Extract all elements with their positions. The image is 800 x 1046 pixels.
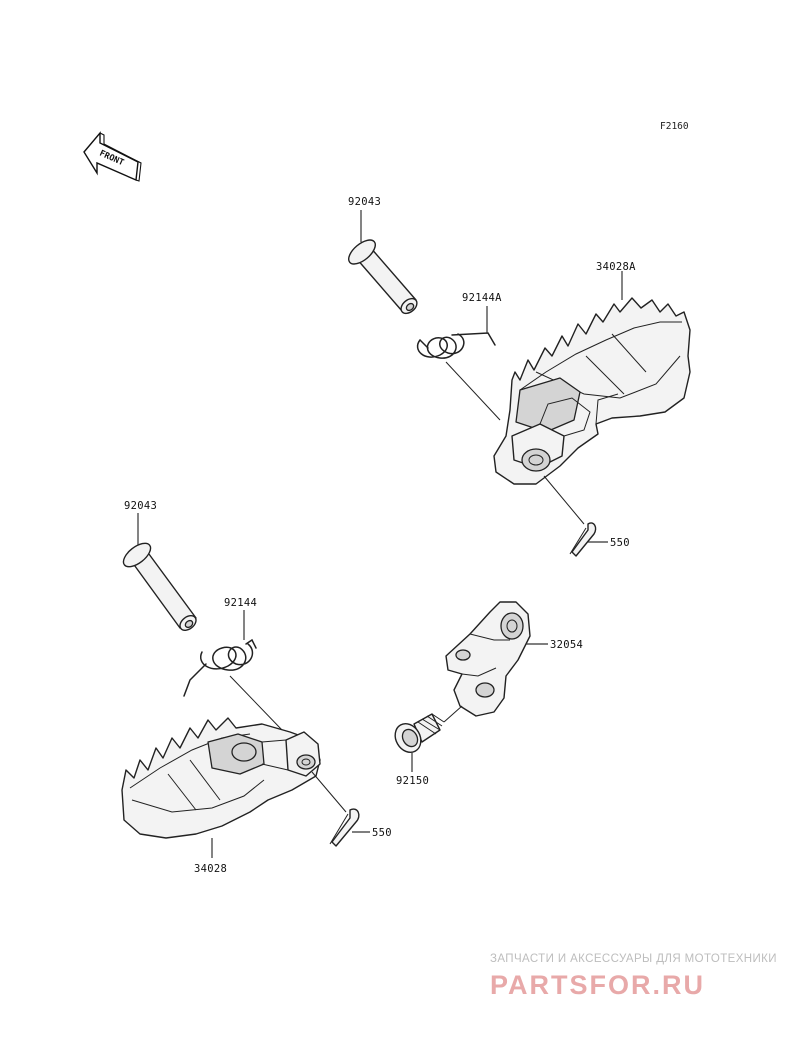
label-spring-upper: 92144A [462,292,502,304]
front-arrow-icon: FRONT [83,131,142,182]
label-pin-upper: 92043 [348,196,381,208]
cotter-pin-550-upper [569,522,597,557]
cotter-pin-550-lower [329,808,360,847]
watermark-logo: PARTSFOR.RU [490,970,705,1000]
spring-92144a-upper [416,332,496,359]
watermark-tagline: ЗАПЧАСТИ И АКСЕССУАРЫ ДЛЯ МОТОТЕХНИКИ [490,953,777,965]
label-footpeg-upper: 34028A [596,261,636,273]
label-bolt: 92150 [396,775,429,787]
pin-92043-lower [122,542,197,631]
label-cotter-upper: 550 [610,537,630,549]
label-footpeg-lower: 34028 [194,863,227,875]
pin-92043-upper [348,239,418,315]
footpeg-34028a-upper [493,297,691,485]
label-pin-lower: 92043 [124,500,157,512]
bolt-92150 [394,705,463,754]
bracket-32054 [445,601,531,717]
spring-92144-lower [183,638,257,697]
footpeg-34028-lower [121,717,321,839]
label-spring-lower: 92144 [224,597,257,609]
label-cotter-lower: 550 [372,827,392,839]
label-bracket: 32054 [550,639,583,651]
figure-code: F2160 [660,121,689,132]
